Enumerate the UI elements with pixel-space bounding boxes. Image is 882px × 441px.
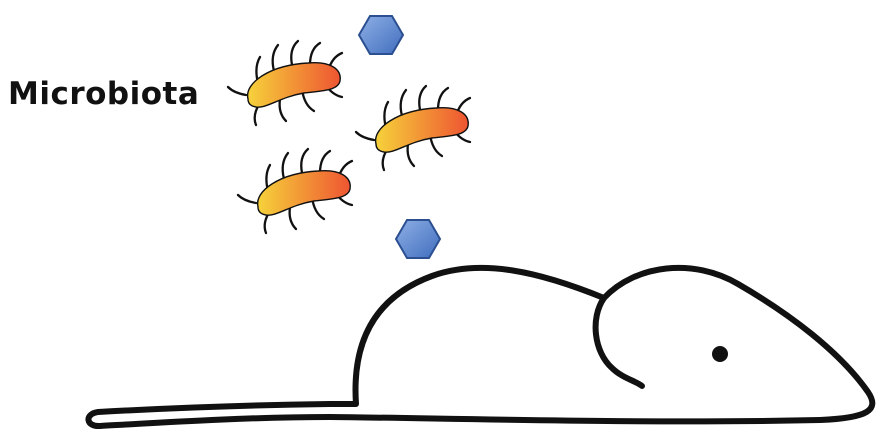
bacterium-3 xyxy=(238,149,352,233)
metabolite-hexagon-1 xyxy=(359,16,403,54)
mouse-outline xyxy=(88,268,872,426)
mouse-eye xyxy=(712,346,728,362)
bacterium-2 xyxy=(356,86,470,170)
metabolite-hexagon-2 xyxy=(396,220,440,258)
microbiota-label: Microbiota xyxy=(8,76,199,112)
bacterium-1 xyxy=(228,41,342,125)
